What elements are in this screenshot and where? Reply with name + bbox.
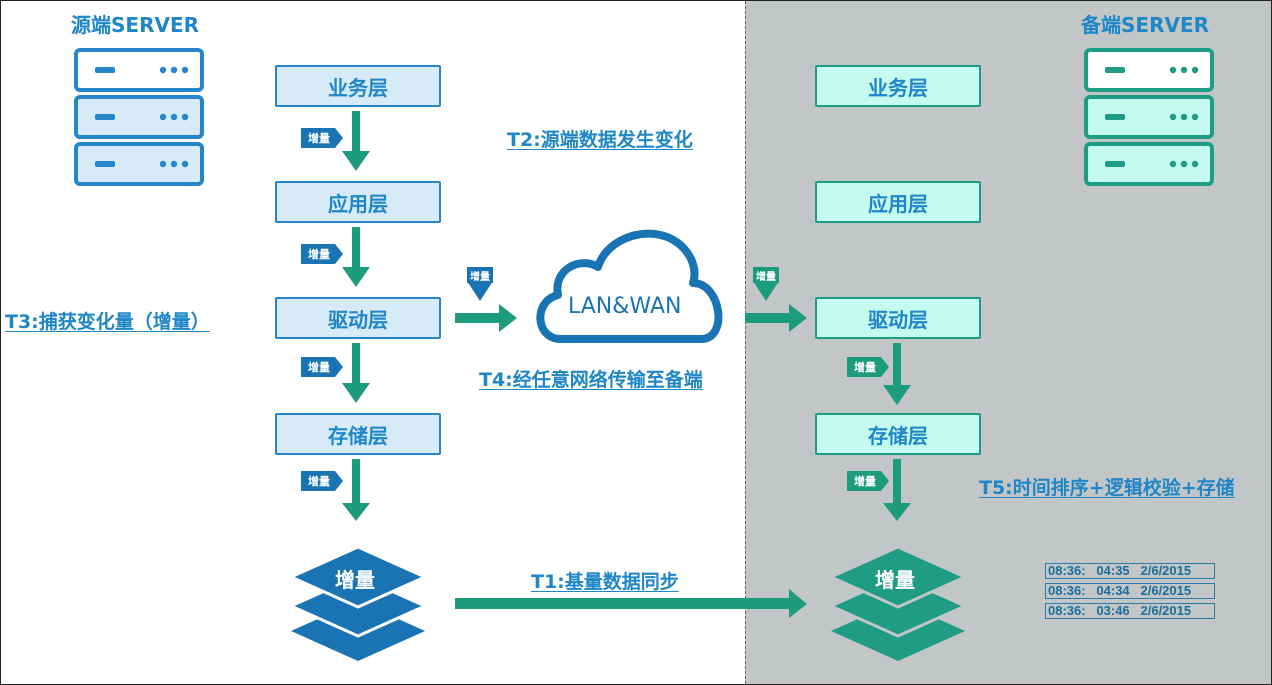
timestamp-entry: 08:36: 04:34 2/6/2015 xyxy=(1045,583,1215,599)
backup-application-layer: 应用层 xyxy=(815,181,981,223)
timestamp-entry: 08:36: 03:46 2/6/2015 xyxy=(1045,603,1215,619)
backup-storage-layer: 存储层 xyxy=(815,413,981,455)
backup-tag-marker xyxy=(753,267,779,301)
source-business-layer: 业务层 xyxy=(275,65,441,107)
increment-tag: 增量 xyxy=(301,244,343,264)
backup-down-arrow xyxy=(883,343,911,405)
source-server-icon xyxy=(74,48,204,186)
increment-tag: 增量 xyxy=(301,128,343,148)
note-t2: T2:源端数据发生变化 xyxy=(507,129,693,151)
cloud-out-tag-label: 增量 xyxy=(756,271,776,283)
backup-increment-stack xyxy=(827,545,969,661)
increment-tag: 增量 xyxy=(847,357,889,377)
note-t5: T5:时间排序+逻辑校验+存储 xyxy=(979,477,1235,499)
source-storage-layer: 存储层 xyxy=(275,413,441,455)
to-cloud-arrow xyxy=(455,304,517,332)
backup-server-title: 备端SERVER xyxy=(1081,13,1210,37)
source-server-title: 源端SERVER xyxy=(71,13,200,37)
baseline-sync-arrow xyxy=(455,589,807,618)
backup-down-arrow xyxy=(883,459,911,521)
from-cloud-arrow xyxy=(745,304,807,332)
increment-tag: 增量 xyxy=(847,471,889,491)
backup-driver-layer: 驱动层 xyxy=(815,297,981,339)
source-stack-label: 增量 xyxy=(335,568,375,592)
source-increment-stack xyxy=(287,545,429,661)
increment-tag: 增量 xyxy=(301,357,343,377)
source-tag-marker xyxy=(467,267,493,301)
cloud-label: LAN&WAN xyxy=(568,294,682,319)
timestamp-entry: 08:36: 04:35 2/6/2015 xyxy=(1045,563,1215,579)
backup-business-layer: 业务层 xyxy=(815,65,981,107)
backup-server-icon xyxy=(1084,48,1214,186)
network-cloud-icon xyxy=(536,229,723,343)
note-t3: T3:捕获变化量（增量） xyxy=(5,311,210,333)
note-t1: T1:基量数据同步 xyxy=(531,571,679,593)
note-t4: T4:经任意网络传输至备端 xyxy=(479,369,703,391)
increment-tag: 增量 xyxy=(301,471,343,491)
source-application-layer: 应用层 xyxy=(275,181,441,223)
source-down-arrow xyxy=(342,111,370,171)
cloud-in-tag-label: 增量 xyxy=(470,271,490,283)
source-down-arrow xyxy=(342,227,370,287)
source-down-arrow xyxy=(342,459,370,521)
source-down-arrow xyxy=(342,343,370,403)
backup-stack-label: 增量 xyxy=(875,568,915,592)
source-driver-layer: 驱动层 xyxy=(275,297,441,339)
